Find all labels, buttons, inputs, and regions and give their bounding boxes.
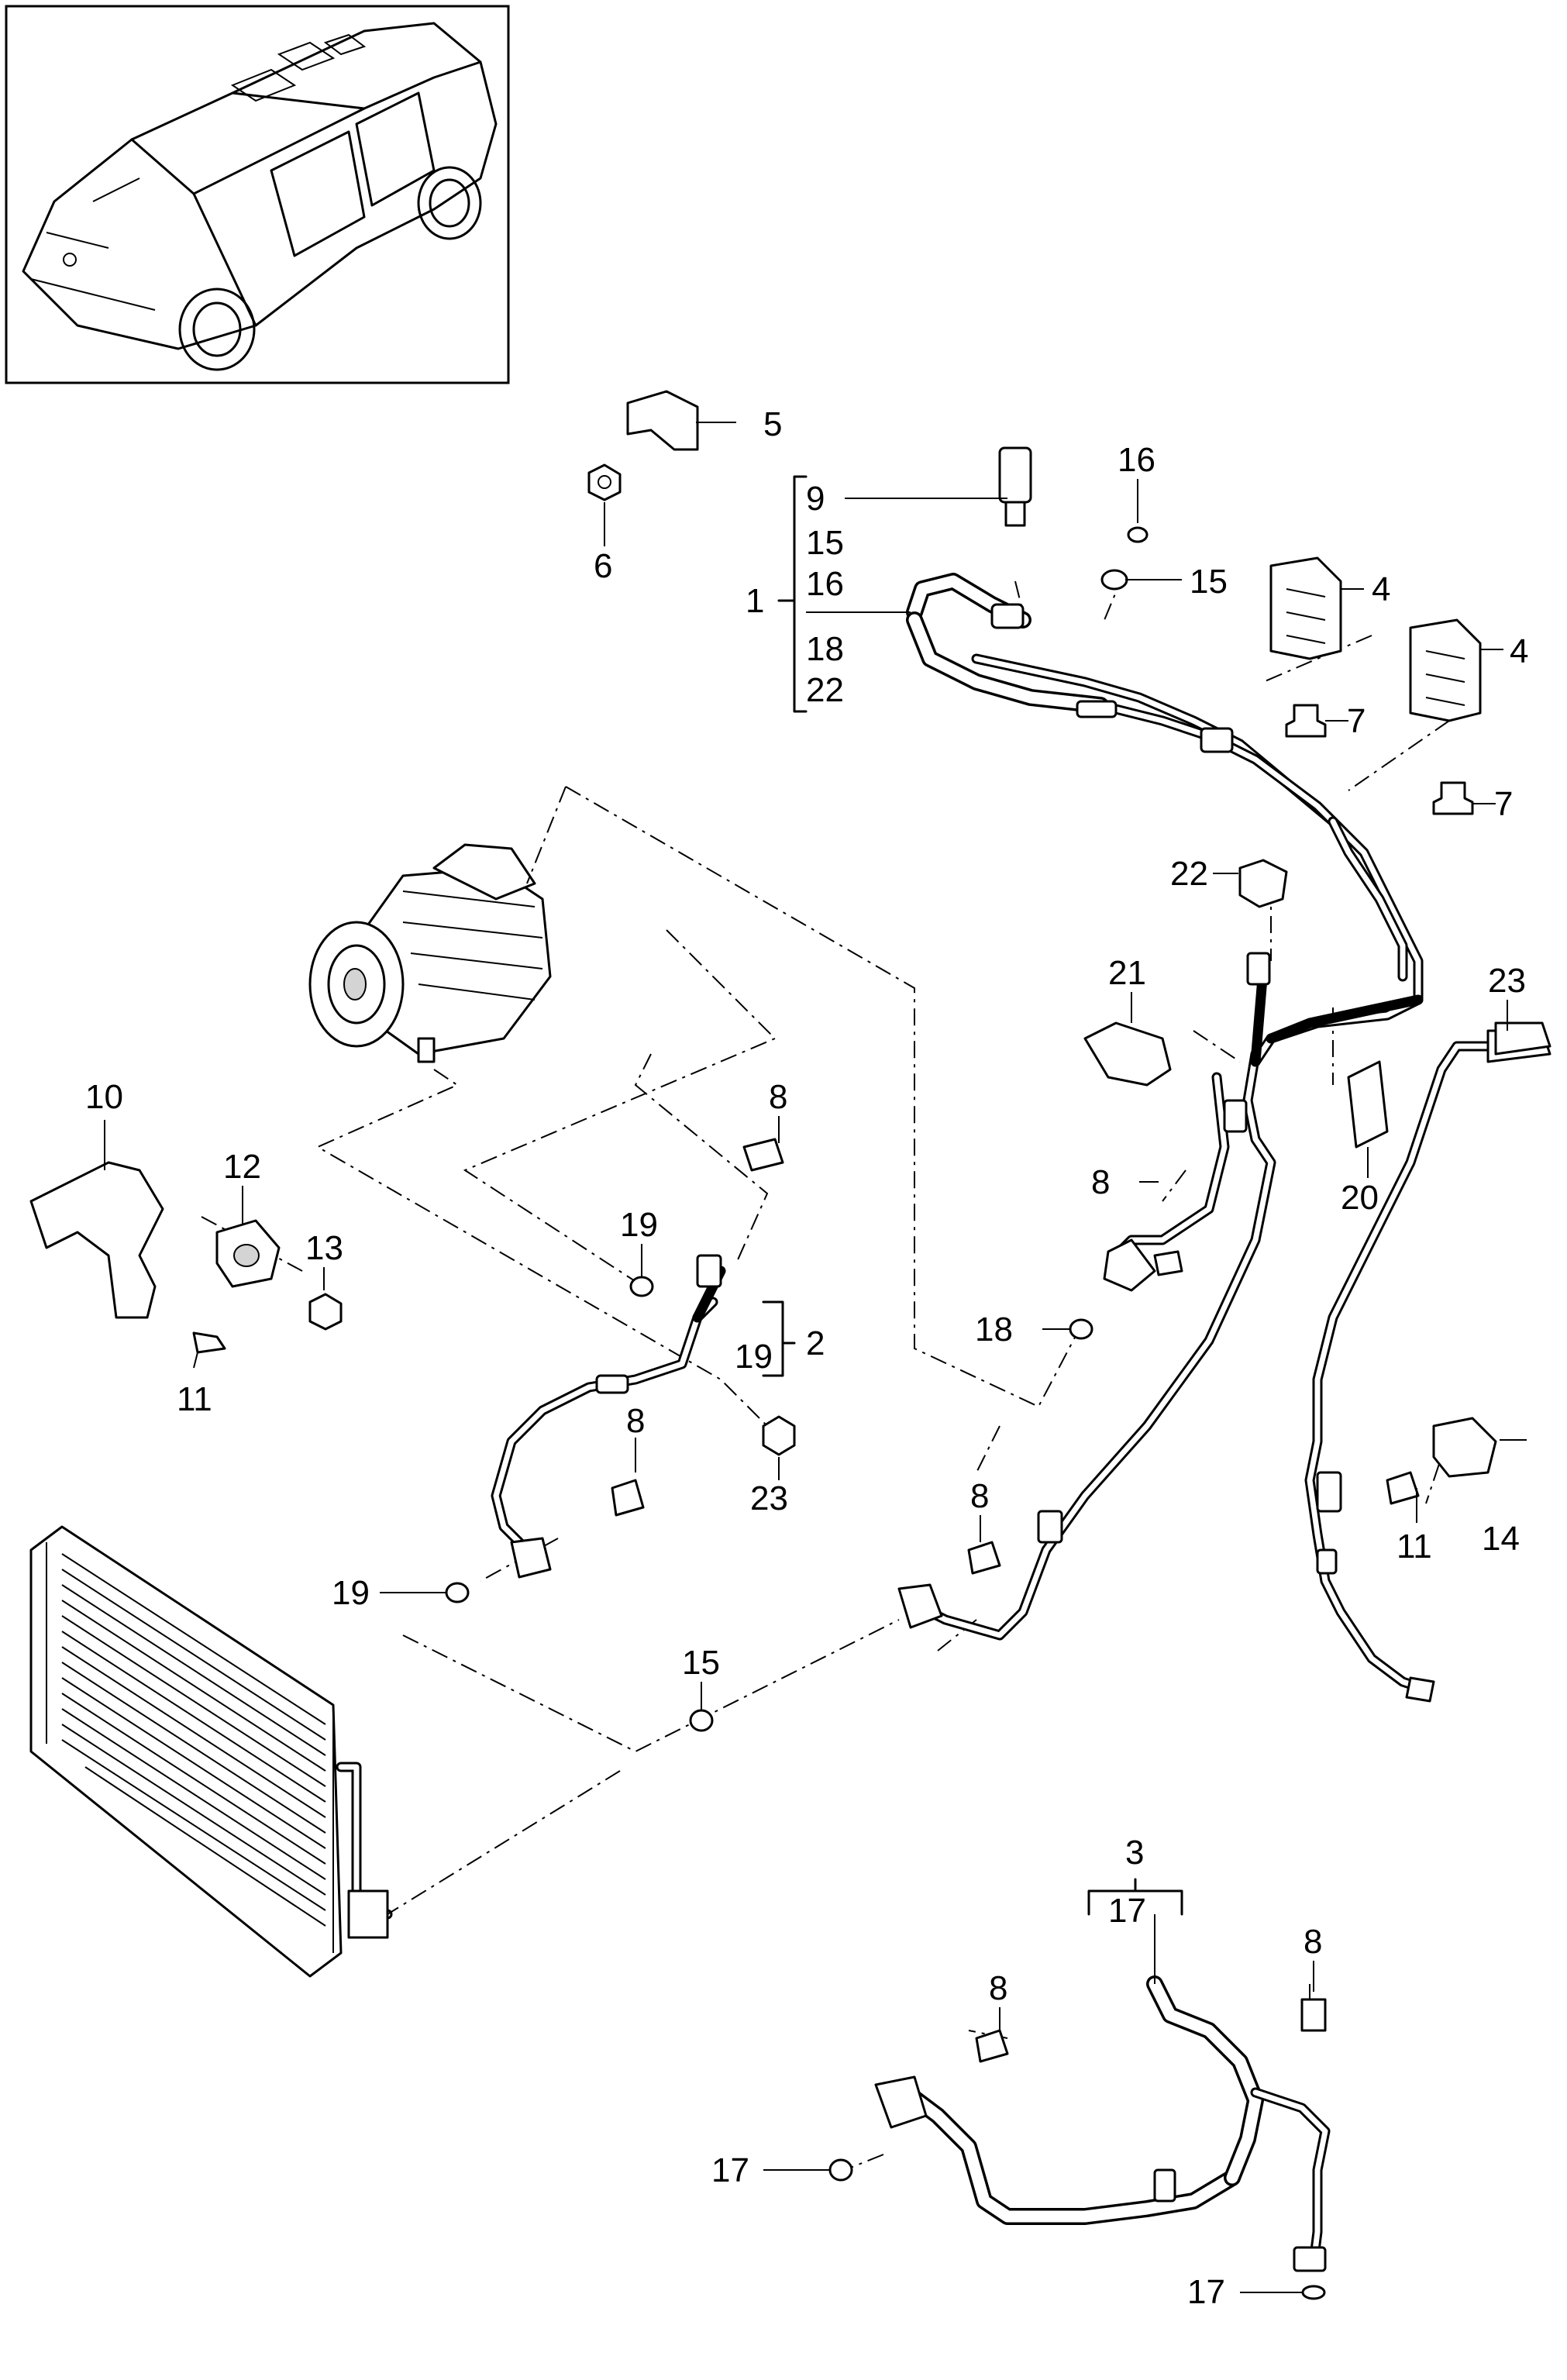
callout-1: 1 bbox=[746, 582, 764, 620]
group2-item-19: 19 bbox=[735, 1338, 773, 1376]
ac-condenser bbox=[29, 1525, 393, 1978]
callout-14: 14 bbox=[1482, 1520, 1520, 1558]
callout-8c: 8 bbox=[626, 1402, 645, 1440]
callout-8f: 8 bbox=[1304, 1923, 1322, 1961]
callout-22: 22 bbox=[1170, 855, 1208, 893]
callout-11a: 11 bbox=[177, 1380, 212, 1418]
hose-assembly-2 bbox=[491, 1254, 726, 1579]
callout-7a: 7 bbox=[1347, 702, 1366, 740]
callout-6: 6 bbox=[594, 547, 612, 585]
callout-labels: 1 2 3 4 4 5 6 7 7 8 8 8 8 8 8 10 11 11 1… bbox=[85, 405, 1528, 2311]
callout-5: 5 bbox=[763, 405, 782, 443]
callout-17b: 17 bbox=[1187, 2273, 1225, 2311]
callout-8a: 8 bbox=[769, 1078, 787, 1116]
callout-leader-lines bbox=[104, 422, 1527, 2293]
line-3 bbox=[874, 1975, 1331, 2272]
callout-4b: 4 bbox=[1510, 632, 1528, 670]
callout-21: 21 bbox=[1108, 954, 1146, 992]
group1-item-18: 18 bbox=[806, 630, 844, 668]
lower-right-line bbox=[1304, 1029, 1552, 1703]
vehicle-thumbnail bbox=[5, 5, 510, 384]
group-brackets bbox=[762, 475, 1183, 1916]
ac-compressor bbox=[308, 843, 552, 1063]
callout-19a: 19 bbox=[620, 1206, 658, 1244]
callout-3: 3 bbox=[1125, 1834, 1144, 1872]
group1-item-22: 22 bbox=[806, 671, 844, 709]
callout-20: 20 bbox=[1341, 1179, 1379, 1217]
group1-item-9: 9 bbox=[806, 480, 825, 518]
callout-10: 10 bbox=[85, 1078, 123, 1116]
callout-23b: 23 bbox=[750, 1479, 788, 1517]
group1-item-16: 16 bbox=[806, 565, 844, 603]
callout-13: 13 bbox=[305, 1229, 343, 1267]
callout-16: 16 bbox=[1118, 441, 1155, 479]
callout-17a: 17 bbox=[711, 2151, 749, 2189]
callout-15a: 15 bbox=[1190, 563, 1228, 601]
callout-2: 2 bbox=[806, 1324, 825, 1362]
callout-8b: 8 bbox=[1091, 1163, 1110, 1201]
callout-7b: 7 bbox=[1494, 785, 1513, 823]
small-parts bbox=[29, 390, 1552, 2300]
callout-23a: 23 bbox=[1488, 962, 1526, 1000]
callout-11b: 11 bbox=[1397, 1528, 1432, 1565]
callout-8e: 8 bbox=[989, 1969, 1007, 2007]
callout-18: 18 bbox=[975, 1311, 1013, 1348]
callout-15b: 15 bbox=[682, 1644, 720, 1682]
hose-assembly-1 bbox=[897, 573, 1424, 1641]
group3-item-17: 17 bbox=[1108, 1892, 1146, 1930]
group1-item-15: 15 bbox=[806, 524, 844, 562]
callout-8d: 8 bbox=[970, 1477, 989, 1515]
callout-12: 12 bbox=[223, 1148, 261, 1186]
callout-19b: 19 bbox=[332, 1574, 370, 1612]
callout-4a: 4 bbox=[1372, 570, 1390, 608]
